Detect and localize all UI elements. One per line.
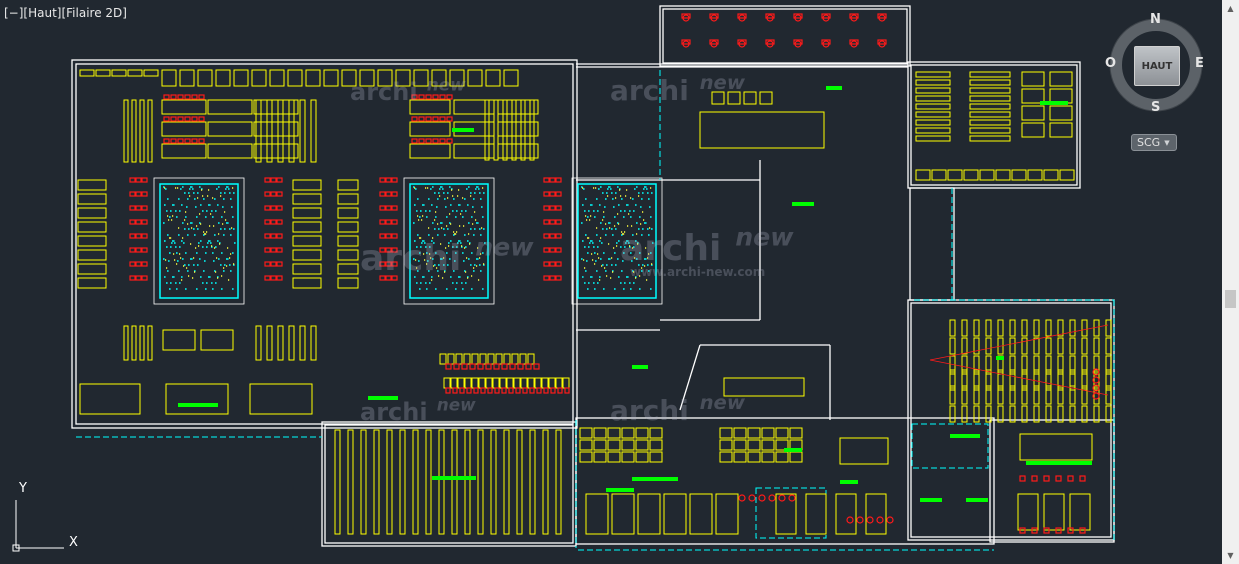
plan-seats <box>129 13 1109 534</box>
compass-north[interactable]: N <box>1150 12 1161 27</box>
scrollbar-thumb[interactable] <box>1225 290 1236 308</box>
compass-ring-icon <box>1109 18 1203 112</box>
svg-text:archi: archi <box>360 398 428 426</box>
svg-text:archi: archi <box>610 394 689 427</box>
coordinate-system-label: SCG <box>1137 136 1161 149</box>
svg-text:archi: archi <box>350 78 418 106</box>
plan-dashed-lines <box>76 70 1115 551</box>
ucs-y-label: Y <box>18 481 27 496</box>
svg-text:archi: archi <box>360 238 461 279</box>
compass-east[interactable]: E <box>1195 56 1204 71</box>
compass-west[interactable]: O <box>1105 56 1117 71</box>
svg-text:new: new <box>475 233 534 262</box>
svg-text:new: new <box>437 394 476 414</box>
svg-text:new: new <box>700 391 746 414</box>
viewcube-top-face[interactable]: HAUT <box>1134 46 1180 86</box>
ucs-x-label: X <box>69 535 78 550</box>
svg-text:www.archi-new.com: www.archi-new.com <box>630 265 765 279</box>
svg-text:archi: archi <box>610 74 689 107</box>
vertical-scrollbar[interactable]: ▲ ▼ <box>1222 0 1239 564</box>
viewcube[interactable]: N S E O HAUT <box>1105 12 1206 118</box>
svg-text:new: new <box>735 223 794 252</box>
coordinate-system-dropdown[interactable]: SCG ▼ <box>1131 134 1177 151</box>
plan-hatched-areas <box>153 177 663 305</box>
plan-furniture <box>77 69 1112 535</box>
ucs-icon: Y X <box>12 481 78 552</box>
triangle-up-icon[interactable]: ▲ <box>1227 4 1234 13</box>
svg-text:archi: archi <box>620 228 721 269</box>
plan-walls <box>71 5 1115 547</box>
compass-south[interactable]: S <box>1151 100 1161 115</box>
svg-text:new: new <box>427 74 466 94</box>
plan-text-labels <box>178 86 1092 502</box>
triangle-down-icon: ▼ <box>1164 138 1170 147</box>
svg-text:new: new <box>700 71 746 94</box>
triangle-down-icon[interactable]: ▼ <box>1227 551 1234 560</box>
viewport-controls-label[interactable]: [−][Haut][Filaire 2D] <box>4 6 127 20</box>
